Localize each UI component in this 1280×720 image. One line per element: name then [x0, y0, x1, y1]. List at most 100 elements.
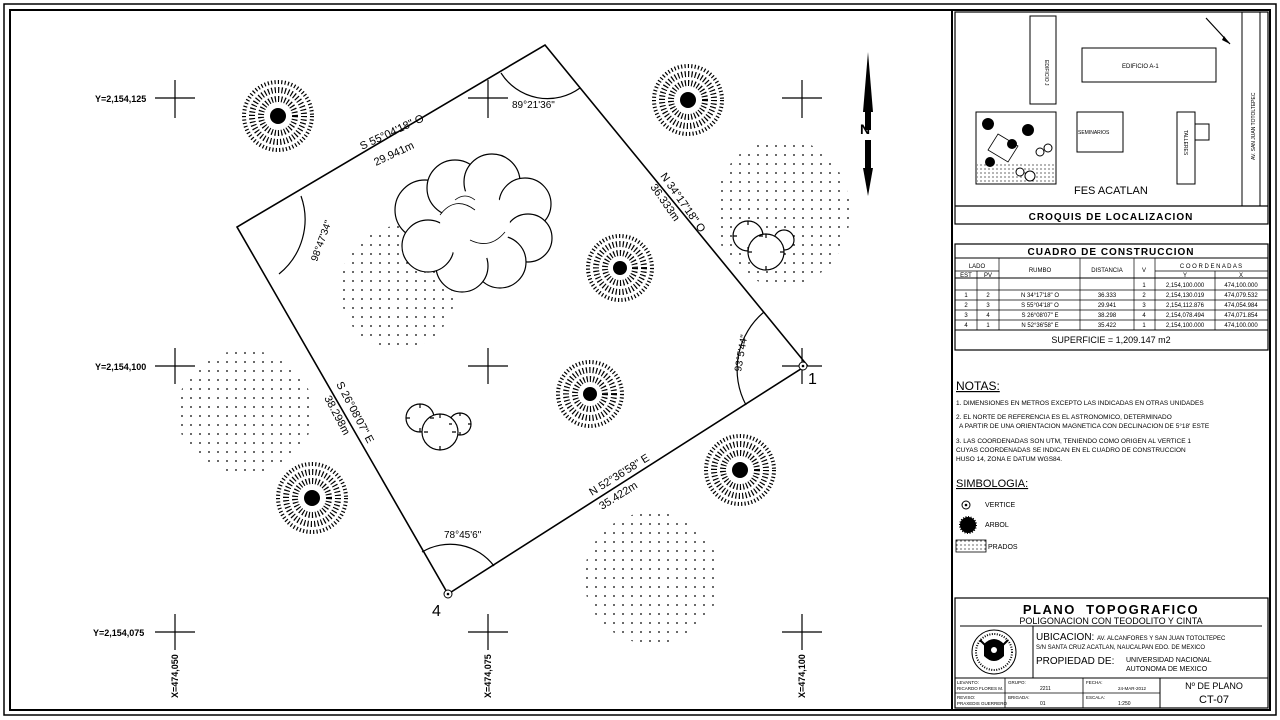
- table-cell-y: 2,154,078.494: [1166, 313, 1205, 319]
- plan-title: PLANO TOPOGRAFICO: [1023, 602, 1199, 617]
- vertex-1-icon: [798, 361, 808, 371]
- small-trees-right-icon: [732, 220, 795, 271]
- brigada-label: BRIGADA:: [1008, 695, 1030, 700]
- north-arrow-icon: N: [860, 52, 873, 196]
- table-row: 1 2 N 34°17'18" O 36.333 2 2,154,130.019…: [964, 293, 1258, 299]
- table-cell-est: 1: [964, 293, 968, 299]
- brigada-value: 01: [1040, 701, 1046, 707]
- table-title: CUADRO DE CONSTRUCCION: [1028, 247, 1195, 258]
- angle-arcs: [278, 72, 765, 567]
- plan-number: CT-07: [1199, 694, 1229, 706]
- reviso-value: PRAXEDIS GUERRERO: [957, 701, 1008, 706]
- construction-table: CUADRO DE CONSTRUCCION LADO EST PV RUMBO…: [954, 243, 1269, 351]
- title-block: PLANO TOPOGRAFICO POLIGONACION CON TEODO…: [954, 597, 1269, 709]
- legend-tree-icon: [959, 516, 977, 534]
- grid-y-label-top: Y=2,154,125: [95, 94, 146, 104]
- vertex-4-label: 4: [432, 603, 441, 620]
- plan-number-label: Nº DE PLANO: [1185, 681, 1243, 691]
- table-cell-y: 2,154,112.876: [1166, 303, 1205, 309]
- table-cell-dist: 35.422: [1098, 323, 1117, 329]
- table-h-est: EST: [960, 273, 972, 279]
- table-h-distancia: DISTANCIA: [1091, 268, 1123, 274]
- sheet-outer-border: [3, 3, 1277, 716]
- table-row: 4 1 N 52°36'58" E 35.422 1 2,154,100.000…: [964, 323, 1258, 329]
- sketch-seminarios: SEMINARIOS: [1078, 130, 1110, 136]
- table-cell-v: 1: [1142, 323, 1146, 329]
- unam-seal-icon: [971, 629, 1017, 675]
- sheet-inner-border: [9, 9, 1271, 711]
- vertex-4-icon: [443, 589, 453, 599]
- table-cell-x: 474,100.000: [1224, 283, 1258, 289]
- levanto-label: LEVANTO:: [957, 680, 979, 685]
- plan-subtitle: POLIGONACION CON TEODOLITO Y CINTA: [1019, 616, 1202, 626]
- table-cell-v: 2: [1142, 293, 1146, 299]
- table-h-x: X: [1239, 273, 1243, 279]
- table-h-v: V: [1142, 268, 1146, 274]
- propiedad-label: PROPIEDAD DE:: [1036, 656, 1114, 667]
- table-cell-pv: 3: [986, 303, 990, 309]
- table-cell-rumbo: S 55°04'18" O: [1021, 303, 1059, 309]
- sketch-talleres: TALLERES: [1182, 130, 1188, 156]
- angle-left-label: 98°47'34": [309, 219, 334, 263]
- table-row: 2 3 S 55°04'18" O 29.941 3 2,154,112.876…: [964, 303, 1258, 309]
- table-cell-est: 2: [964, 303, 968, 309]
- table-cell-rumbo: N 52°36'58" E: [1021, 323, 1058, 329]
- table-row: 3 4 S 26°08'07" E 38.298 4 2,154,078.494…: [964, 313, 1258, 319]
- sketch-title: CROQUIS DE LOCALIZACION: [1029, 212, 1194, 223]
- table-cell-pv: 4: [986, 313, 990, 319]
- table-cell-v: 1: [1142, 283, 1146, 289]
- small-trees-left-icon: [405, 403, 472, 451]
- table-cell-dist: 36.333: [1098, 293, 1117, 299]
- propiedad-line-1: UNIVERSIDAD NACIONAL: [1126, 657, 1212, 664]
- legend: SIMBOLOGIA: VERTICE ARBOL PRADOS: [955, 478, 1028, 553]
- table-h-lado: LADO: [969, 264, 986, 270]
- grid-y-label-mid: Y=2,154,100: [95, 362, 146, 372]
- grid-y-label-bottom: Y=2,154,075: [93, 628, 144, 638]
- note-1: 1. DIMENSIONES EN METROS EXCEPTO LAS IND…: [956, 400, 1204, 407]
- note-3a: 3. LAS COORDENADAS SON UTM, TENIENDO COM…: [956, 438, 1191, 445]
- table-cell-y: 2,154,100.000: [1166, 323, 1205, 329]
- table-cell-v: 3: [1142, 303, 1146, 309]
- table-cell-v: 4: [1142, 313, 1146, 319]
- table-cell-pv: 1: [986, 323, 990, 329]
- note-3c: HUSO 14, ZONA E DATUM WGS84.: [956, 456, 1062, 463]
- ubicacion-line-2: S/N SANTA CRUZ ACATLAN, NAUCALPAN EDO. D…: [1036, 645, 1205, 651]
- large-tree-canopy-icon: [394, 153, 553, 293]
- location-sketch: AV. SAN JUAN TOTOLTEPEC EDIFICIO J EDIFI…: [954, 11, 1269, 225]
- table-cell-est: 4: [964, 323, 968, 329]
- table-row: 1 2,154,100.000 474,100.000: [1142, 283, 1258, 289]
- legend-title: SIMBOLOGIA:: [956, 478, 1028, 490]
- table-cell-x: 474,100.000: [1224, 323, 1258, 329]
- propiedad-line-2: AUTONOMA DE MEXICO: [1126, 666, 1208, 673]
- table-cell-y: 2,154,130.019: [1166, 293, 1205, 299]
- table-cell-y: 2,154,100.000: [1166, 283, 1205, 289]
- escala-value: 1:250: [1118, 701, 1131, 707]
- legend-meadow-icon: [955, 539, 987, 553]
- angle-bottom-label: 78°45'6": [444, 530, 482, 541]
- levanto-value: RICARDO FLORES M.: [957, 686, 1003, 691]
- legend-vertice: VERTICE: [985, 502, 1016, 509]
- side-top-bearing: S 55°04'18" O: [358, 112, 426, 152]
- table-h-rumbo: RUMBO: [1029, 268, 1052, 274]
- table-cell-dist: 29.941: [1098, 303, 1117, 309]
- table-cell-x: 474,071.854: [1224, 313, 1258, 319]
- grid-x-label-mid: X=474,075: [483, 654, 493, 698]
- ubicacion-line-1: AV. ALCANFORES Y SAN JUAN TOTOLTEPEC: [1097, 636, 1226, 642]
- table-cell-est: 3: [964, 313, 968, 319]
- table-cell-rumbo: N 34°17'18" O: [1021, 293, 1059, 299]
- legend-prados: PRADOS: [988, 544, 1018, 551]
- table-cell-x: 474,079.532: [1224, 293, 1258, 299]
- angle-top-label: 89°21'36": [512, 100, 555, 111]
- note-2b: A PARTIR DE UNA ORIENTACION MAGNETICA CO…: [959, 422, 1210, 430]
- notes-title: NOTAS:: [956, 379, 1000, 393]
- table-h-pv: PV: [984, 273, 992, 279]
- notes: NOTAS: 1. DIMENSIONES EN METROS EXCEPTO …: [956, 379, 1210, 463]
- sketch-street-label: AV. SAN JUAN TOTOLTEPEC: [1251, 92, 1257, 160]
- legend-arbol: ARBOL: [985, 522, 1009, 529]
- sketch-building-a1: EDIFICIO A-1: [1122, 64, 1159, 70]
- north-label: N: [860, 121, 870, 137]
- escala-label: ESCALA:: [1086, 695, 1105, 700]
- table-superficie: SUPERFICIE = 1,209.147 m2: [1051, 335, 1170, 345]
- note-2a: 2. EL NORTE DE REFERENCIA ES EL ASTRONOM…: [956, 414, 1172, 421]
- reviso-label: REVISO:: [957, 695, 975, 700]
